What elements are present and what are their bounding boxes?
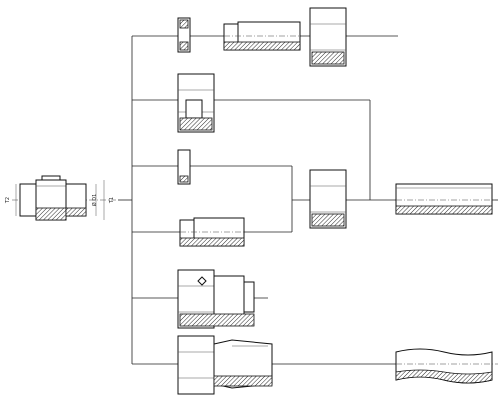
tube-insert-part — [223, 21, 301, 51]
hose-part — [395, 348, 498, 384]
straight-tube-part — [395, 183, 498, 215]
fitting-assembly-part — [177, 269, 255, 329]
union-nut-part-2 — [309, 169, 347, 229]
t2-label: T2 — [5, 197, 11, 204]
tube-insert-part-2 — [179, 217, 245, 247]
union-nut-part-1 — [309, 7, 347, 67]
hose-fitting-part — [177, 335, 273, 395]
main-body-fitting: T2 Ø D1 T1 — [5, 175, 116, 221]
t1-label: T1 — [109, 197, 115, 204]
cutting-ring-part-2 — [177, 149, 191, 185]
bore-label: Ø D1 — [91, 194, 98, 207]
cutting-ring-part — [177, 17, 191, 53]
assembled-nut-part — [177, 73, 215, 133]
